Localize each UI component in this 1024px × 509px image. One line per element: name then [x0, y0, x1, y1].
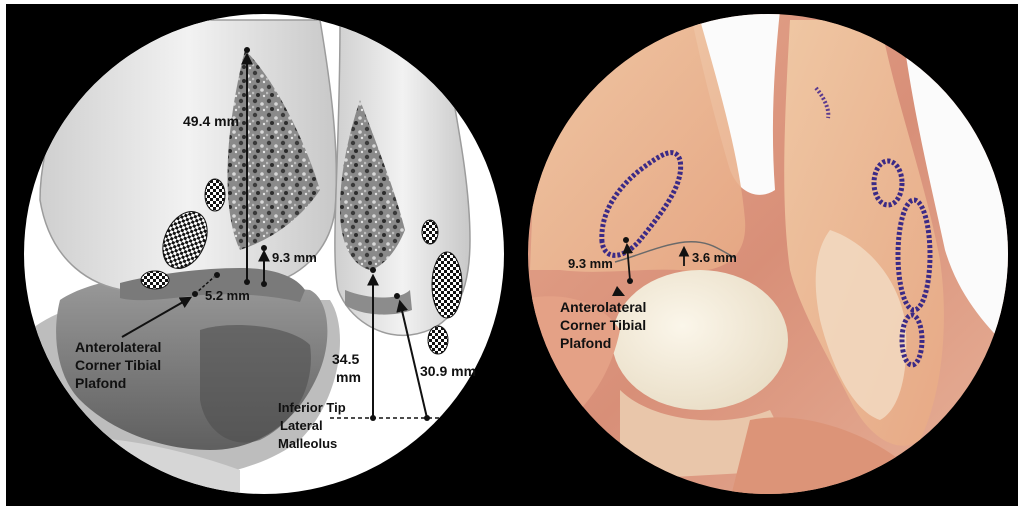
graft-region: [428, 326, 448, 354]
corner-label-line2-left: Corner Tibial: [75, 357, 161, 373]
tip-label-line3: Malleolus: [278, 436, 337, 451]
corner-label-line1-right: Anterolateral: [560, 299, 646, 315]
graft-region: [205, 179, 225, 211]
corner-label-line3-left: Plafond: [75, 375, 126, 391]
label-9-3-left: 9.3 mm: [272, 250, 317, 265]
graft-region: [141, 271, 169, 289]
talar-dome: [612, 270, 788, 410]
right-photo: [520, 10, 1020, 500]
label-3-6: 3.6 mm: [692, 250, 737, 265]
graft-region: [422, 220, 438, 244]
label-30-9: 30.9 mm: [420, 363, 476, 379]
corner-label-line3-right: Plafond: [560, 335, 611, 351]
graft-region: [432, 252, 462, 318]
tip-label-line1: Inferior Tip: [278, 400, 346, 415]
label-34-5-unit: mm: [336, 369, 361, 385]
label-9-3-right: 9.3 mm: [568, 256, 613, 271]
tip-label-line2: Lateral: [280, 418, 323, 433]
label-34-5-value: 34.5: [332, 351, 359, 367]
left-illustration: [20, 10, 510, 500]
label-5-2: 5.2 mm: [205, 288, 250, 303]
label-49-4: 49.4 mm: [183, 113, 239, 129]
corner-label-line2-right: Corner Tibial: [560, 317, 646, 333]
corner-label-line1-left: Anterolateral: [75, 339, 161, 355]
